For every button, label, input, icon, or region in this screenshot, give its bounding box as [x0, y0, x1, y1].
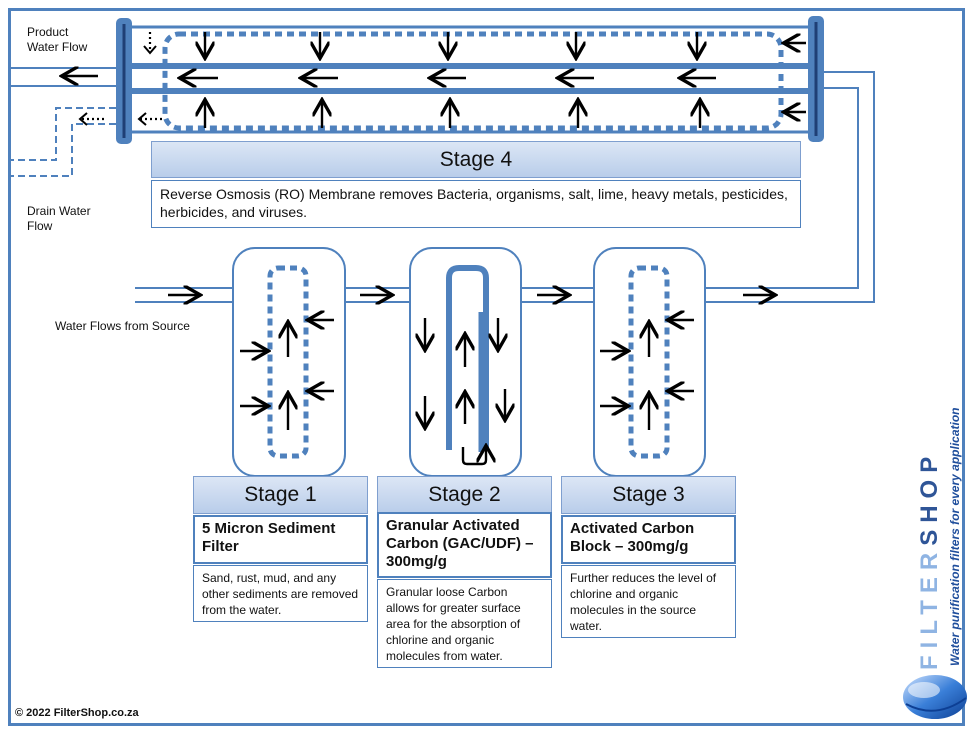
drain-water-flow-label: Drain Water Flow	[27, 204, 91, 233]
stage2-title: Stage 2	[377, 476, 552, 514]
ro-membrane-housing	[116, 16, 824, 144]
stage4-title: Stage 4	[151, 141, 801, 178]
source-flow-label: Water Flows from Source	[55, 319, 190, 333]
stage3-description: Further reduces the level of chlorine an…	[561, 565, 736, 638]
stage3-name: Activated Carbon Block – 300mg/g	[561, 515, 736, 564]
ro-inlet-pipe	[705, 71, 875, 303]
brand-name-part2: SHOP	[916, 449, 943, 546]
brand-logo: FILTERSHOP	[916, 398, 943, 670]
product-water-pipe	[11, 67, 116, 87]
stage2-name: Granular Activated Carbon (GAC/UDF) – 30…	[377, 512, 552, 578]
product-water-flow-label: Product Water Flow	[27, 25, 88, 54]
copyright: © 2022 FilterShop.co.za	[15, 707, 139, 719]
water-drop-icon	[903, 675, 967, 719]
uturn-arrow	[461, 447, 486, 466]
drain-water-pipe	[11, 107, 116, 177]
stage1-description: Sand, rust, mud, and any other sediments…	[193, 565, 368, 622]
dotted-arrows	[80, 32, 162, 121]
stage2-description: Granular loose Carbon allows for greater…	[377, 579, 552, 668]
outer-frame	[8, 8, 965, 726]
stage4-description: Reverse Osmosis (RO) Membrane removes Ba…	[151, 180, 801, 228]
stage3-title: Stage 3	[561, 476, 736, 514]
stage1-housing	[232, 247, 346, 477]
stage1-name: 5 Micron Sediment Filter	[193, 515, 368, 564]
brand-name-part1: FILTER	[916, 545, 943, 670]
brand-tagline: Water purification filters for every app…	[948, 376, 964, 666]
brand-tagline-text: Water purification filters for every app…	[948, 407, 962, 666]
stage3-housing	[593, 247, 706, 477]
flow-arrows	[64, 32, 806, 430]
stage1-title: Stage 1	[193, 476, 368, 514]
